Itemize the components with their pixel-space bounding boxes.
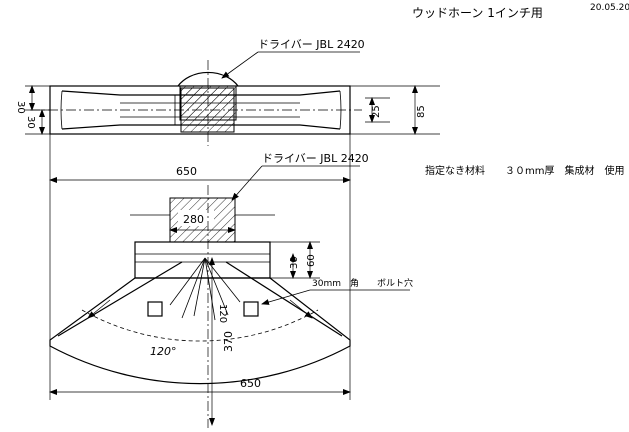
side-view: ドライバー JBL 2420 30 30 25 85 xyxy=(15,38,440,146)
side-horn-top-line xyxy=(61,90,341,96)
top-view: 650 ドライバー JBL 2420 280 30 60 xyxy=(49,134,413,428)
dim-side-85: 85 xyxy=(416,105,427,118)
bolt-hole-right xyxy=(243,301,259,317)
dim-side-25: 25 xyxy=(371,105,382,118)
material-note: 指定なき材料 ３０mm厚 集成材 使用 xyxy=(425,164,624,177)
dim-slot-120: 120 xyxy=(217,304,228,323)
dim-driver-280: 280 xyxy=(183,213,204,226)
dim-width-650-top: 650 xyxy=(176,165,197,178)
dim-throat-60: 60 xyxy=(306,254,317,267)
drawing-date: 20.05.20 xyxy=(590,3,629,13)
driver-label-top: ドライバー JBL 2420 xyxy=(258,38,365,51)
dim-side-30-upper: 30 xyxy=(15,101,26,114)
dim-throat-30: 30 xyxy=(289,256,300,269)
bolt-hole-left xyxy=(147,301,163,317)
drawing-title: ウッドホーン 1インチ用 xyxy=(412,6,543,20)
horn-outline xyxy=(49,277,351,385)
dim-depth-370: 370 xyxy=(222,331,235,352)
dim-side-30-lower: 30 xyxy=(25,116,36,129)
driver-label-bottom: ドライバー JBL 2420 xyxy=(262,152,369,165)
side-driver-circle xyxy=(177,71,239,87)
dim-angle-120: 120° xyxy=(150,345,177,358)
dim-width-650-bottom: 650 xyxy=(240,377,261,390)
side-horn-bottom-line xyxy=(61,124,341,130)
bolt-label: 30mm 角 ボルト穴 xyxy=(312,277,413,289)
